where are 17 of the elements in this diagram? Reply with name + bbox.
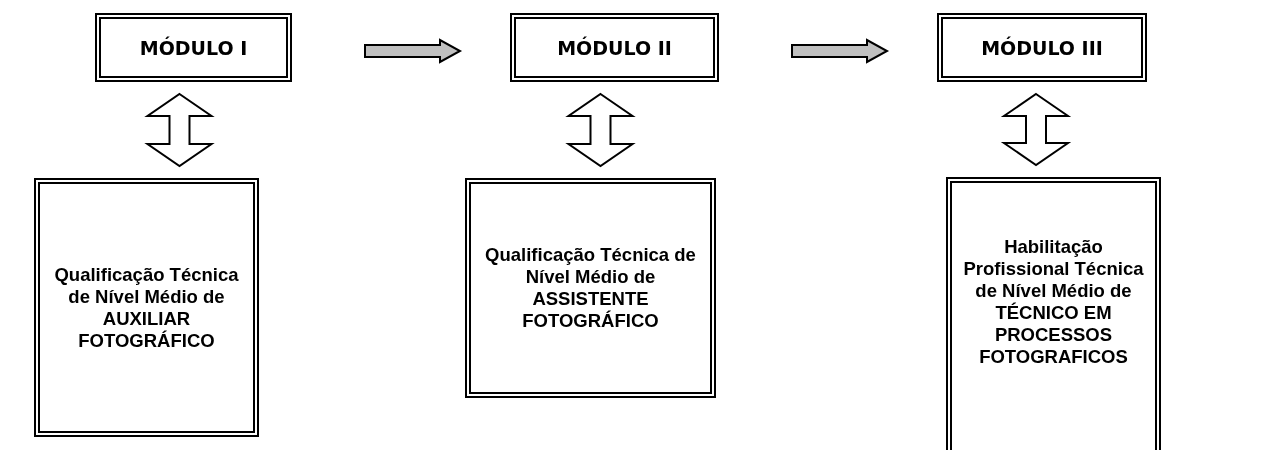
qualification-text: Habilitação Profissional Técnica de Nível Médio de TÉCNICO EM PROCESSOS FOTOGRAFICOS xyxy=(962,235,1145,368)
double-arrow xyxy=(144,92,215,168)
title-box xyxy=(510,13,719,82)
qualification-text: Qualificação Técnica de Nível Médio de ASSISTENTE FOTOGRÁFICO xyxy=(484,244,697,332)
content-box xyxy=(465,178,716,398)
module-title: MÓDULO III xyxy=(981,36,1103,59)
module-title: MÓDULO II xyxy=(557,36,672,59)
content-box xyxy=(946,177,1161,450)
double-arrow xyxy=(565,92,636,168)
qualification-text: Qualificação Técnica de Nível Médio de AUXILIAR FOTOGRÁFICO xyxy=(53,263,240,352)
module-title: MÓDULO I xyxy=(139,36,248,59)
title-box xyxy=(937,13,1147,82)
double-arrow xyxy=(1000,92,1072,167)
title-box xyxy=(95,13,292,82)
content-box xyxy=(34,178,259,437)
block-arrow xyxy=(791,38,890,64)
block-arrow xyxy=(364,38,463,64)
